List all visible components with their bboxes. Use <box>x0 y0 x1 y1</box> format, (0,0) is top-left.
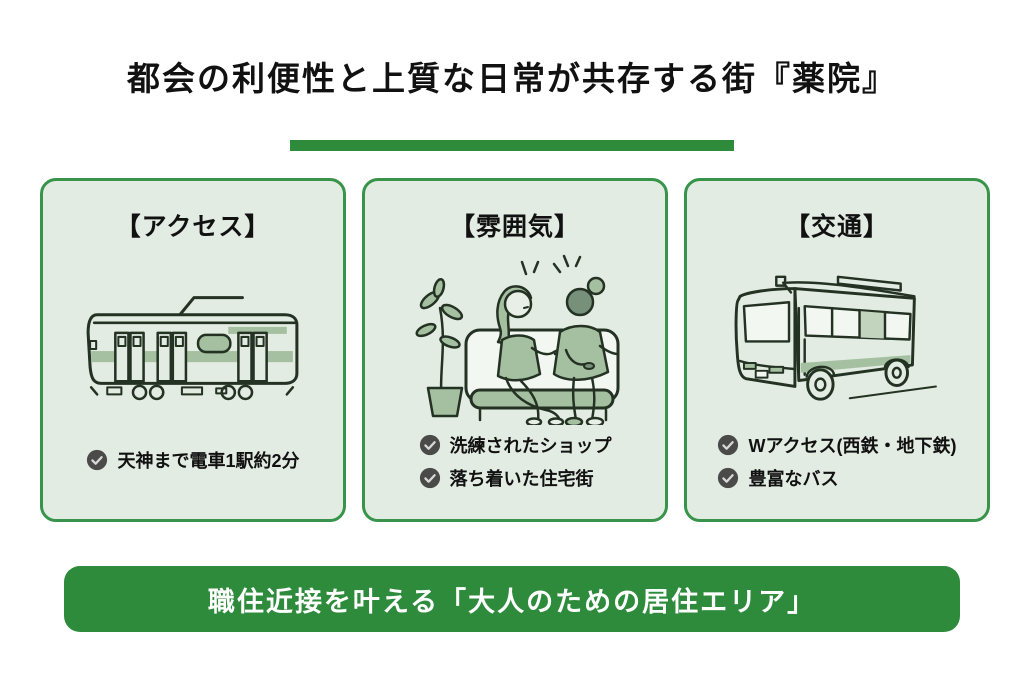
list-item: 洗練されたショップ <box>419 432 612 458</box>
feature-cards-row: 【アクセス】 <box>40 178 990 522</box>
card-atmosphere-items: 洗練されたショップ 落ち着いた住宅街 <box>419 432 612 519</box>
card-access-illustration <box>43 243 343 447</box>
train-icon <box>86 296 299 401</box>
check-icon <box>419 434 440 456</box>
list-item-label: 落ち着いた住宅街 <box>449 469 594 489</box>
card-access-items: 天神まで電車1駅約2分 <box>86 447 300 519</box>
list-item-label: 洗練されたショップ <box>449 436 612 456</box>
card-transport-illustration <box>687 243 987 432</box>
list-item-label: Wアクセス(西鉄・地下鉄) <box>748 436 957 456</box>
check-icon <box>718 434 739 456</box>
card-atmosphere-title: 【雰囲気】 <box>449 213 580 241</box>
check-icon <box>419 467 440 489</box>
card-transport: 【交通】 <box>684 178 990 522</box>
list-item: 落ち着いた住宅街 <box>419 465 612 491</box>
list-item: 豊富なバス <box>717 465 956 491</box>
card-atmosphere: 【雰囲気】 <box>362 178 668 522</box>
bottom-banner-text: 職住近接を叶える「大人のための居住エリア」 <box>207 586 817 617</box>
list-item: 天神まで電車1駅約2分 <box>86 447 300 473</box>
people-talking-icon <box>414 254 619 425</box>
check-icon <box>87 449 108 471</box>
card-atmosphere-illustration <box>365 243 665 432</box>
card-access-title: 【アクセス】 <box>115 213 271 241</box>
card-transport-title: 【交通】 <box>784 213 889 241</box>
list-item: Wアクセス(西鉄・地下鉄) <box>717 432 957 458</box>
page-title: 都会の利便性と上質な日常が共存する街『薬院』 <box>127 60 897 97</box>
card-transport-items: Wアクセス(西鉄・地下鉄) 豊富なバス <box>717 432 957 519</box>
card-access: 【アクセス】 <box>40 178 346 522</box>
list-item-label: 豊富なバス <box>748 469 839 489</box>
bus-icon <box>734 275 937 401</box>
bottom-banner: 職住近接を叶える「大人のための居住エリア」 <box>64 566 960 632</box>
title-underline <box>290 140 734 151</box>
list-item-label: 天神まで電車1駅約2分 <box>117 451 300 471</box>
check-icon <box>718 467 739 489</box>
